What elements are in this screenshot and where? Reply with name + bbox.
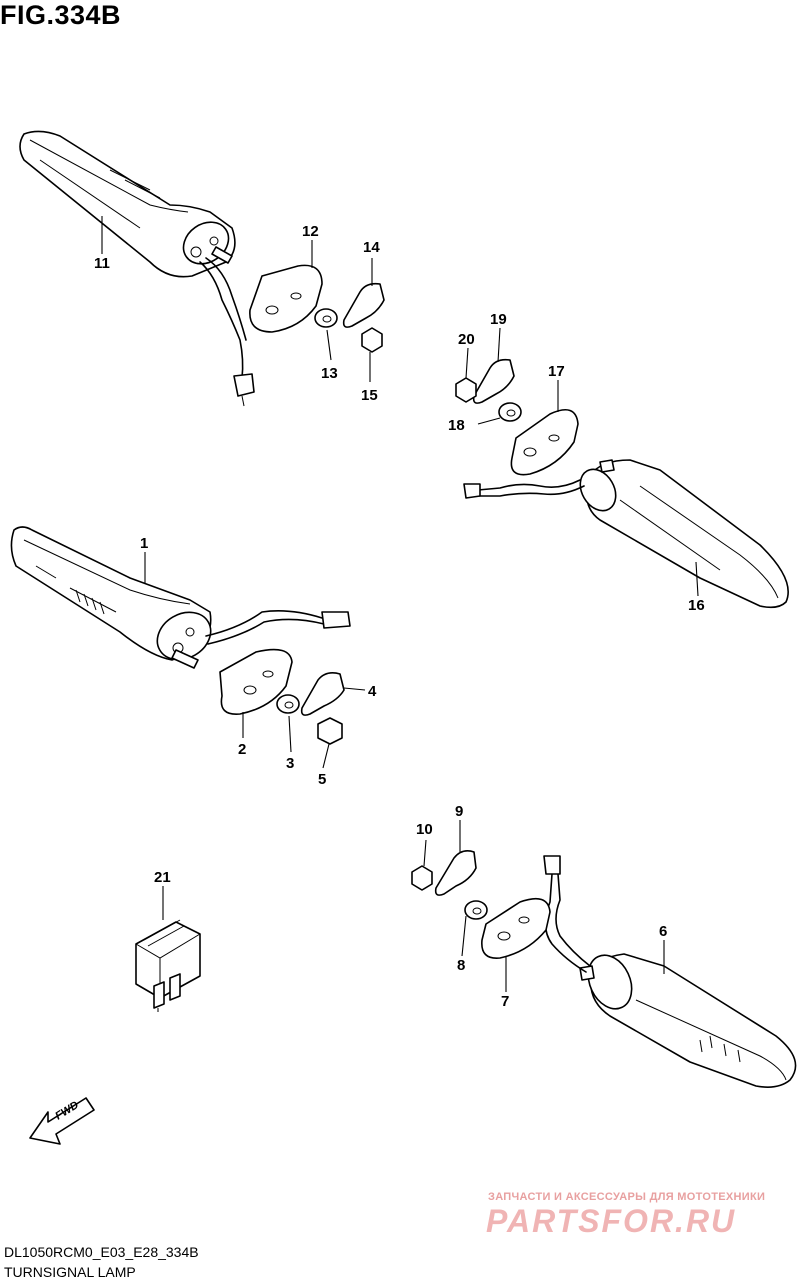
nut-20[interactable] (455, 377, 477, 403)
turn-signal-lamp-6[interactable] (543, 855, 797, 1088)
callout-10: 10 (416, 821, 433, 838)
callout-3: 3 (286, 755, 294, 772)
turn-signal-lamp-1[interactable] (10, 526, 351, 669)
callout-8: 8 (457, 957, 465, 974)
callout-4: 4 (368, 683, 377, 700)
clamp-14[interactable] (342, 282, 385, 328)
callout-5: 5 (318, 771, 326, 788)
callout-6: 6 (659, 923, 667, 940)
callout-13: 13 (321, 365, 338, 382)
callout-19: 19 (490, 311, 507, 328)
bracket-7[interactable] (481, 897, 551, 959)
fwd-arrow: FWD (29, 1097, 95, 1145)
bracket-17[interactable] (510, 408, 579, 476)
turn-signal-lamp-11[interactable] (19, 130, 255, 407)
relay-21[interactable] (135, 919, 201, 1012)
washer-13[interactable] (314, 308, 338, 328)
callout-1: 1 (140, 535, 148, 552)
callout-18: 18 (448, 417, 465, 434)
callout-9: 9 (455, 803, 463, 820)
clamp-19[interactable] (472, 358, 515, 404)
turn-signal-lamp-16[interactable] (463, 459, 789, 609)
watermark-tagline: ЗАПЧАСТИ И АКСЕССУАРЫ ДЛЯ МОТОТЕХНИКИ (488, 1191, 766, 1203)
leader-lines (101, 216, 699, 992)
diagram-caption: TURNSIGNAL LAMP (4, 1264, 136, 1280)
washer-18[interactable] (498, 402, 522, 422)
callout-12: 12 (302, 223, 319, 240)
washer-8[interactable] (464, 900, 488, 920)
clamp-4[interactable] (300, 672, 345, 716)
figure-title: FIG.334B (0, 0, 122, 30)
callout-7: 7 (501, 993, 509, 1010)
callout-11: 11 (94, 255, 110, 272)
bracket-2[interactable] (219, 648, 293, 715)
model-code: DL1050RCM0_E03_E28_334B (4, 1244, 199, 1260)
callout-14: 14 (363, 239, 380, 256)
callout-2: 2 (238, 741, 246, 758)
callout-21: 21 (154, 869, 171, 886)
bracket-12[interactable] (249, 264, 323, 333)
nut-5[interactable] (317, 717, 343, 745)
callout-17: 17 (548, 363, 565, 380)
washer-3[interactable] (276, 694, 300, 714)
clamp-9[interactable] (434, 850, 477, 896)
callout-20: 20 (458, 331, 475, 348)
callout-16: 16 (688, 597, 705, 614)
watermark-brand: PARTSFOR.RU (486, 1203, 737, 1239)
nut-10[interactable] (411, 865, 433, 891)
nut-15[interactable] (361, 327, 383, 353)
callout-15: 15 (361, 387, 378, 404)
